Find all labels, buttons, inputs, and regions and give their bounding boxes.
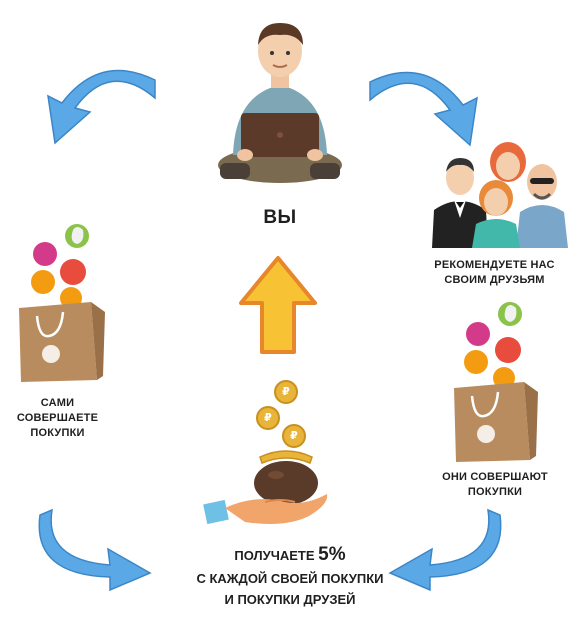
you-buy-line1: САМИ xyxy=(40,397,75,409)
coin-icon: ₽ xyxy=(282,424,306,448)
friends-buy-line2: ПОКУПКИ xyxy=(467,485,523,498)
you-buy-caption: САМИ СОВЕРШАЕТЕ ПОКУПКИ xyxy=(5,396,110,441)
coins-group: ₽ ₽ ₽ xyxy=(250,380,310,450)
reward-prefix: ПОЛУЧАЕТЕ xyxy=(234,548,315,563)
recommend-line2: СВОИМ ДРУЗЬЯМ xyxy=(444,273,545,286)
recommend-caption: РЕКОМЕНДУЕТЕ НАС СВОИМ ДРУЗЬЯМ xyxy=(412,258,577,288)
reward-caption: ПОЛУЧАЕТЕ 5% С КАЖДОЙ СВОЕЙ ПОКУПКИ И ПО… xyxy=(160,540,420,610)
recommend-line1: РЕКОМЕНДУЕТЕ НАС xyxy=(434,259,555,271)
curved-arrow-icon xyxy=(369,71,478,147)
coin-icon: ₽ xyxy=(274,380,298,404)
you-buy-line2: СОВЕРШАЕТЕ xyxy=(16,411,99,424)
you-label: ВЫ xyxy=(263,207,297,228)
hand-icon xyxy=(203,494,328,525)
reward-line1: ПОЛУЧАЕТЕ 5% xyxy=(160,540,420,569)
friends-group-icon xyxy=(432,142,568,248)
shopping-bag-icon xyxy=(454,302,538,462)
friends-buy-line1: ОНИ СОВЕРШАЮТ xyxy=(442,471,548,483)
coin-purse-icon xyxy=(254,450,318,505)
you-buy-line3: ПОКУПКИ xyxy=(30,426,85,439)
reward-percent: 5% xyxy=(318,544,346,565)
shopping-bag-icon xyxy=(19,224,105,382)
person-laptop-icon xyxy=(218,23,342,183)
up-arrow-icon xyxy=(239,256,317,354)
reward-line2: С КАЖДОЙ СВОЕЙ ПОКУПКИ xyxy=(196,571,384,587)
curved-arrow-icon xyxy=(47,69,156,145)
reward-line3: И ПОКУПКИ ДРУЗЕЙ xyxy=(224,591,356,607)
coin-icon: ₽ xyxy=(256,406,280,430)
friends-buy-caption: ОНИ СОВЕРШАЮТ ПОКУПКИ xyxy=(420,470,570,500)
curved-arrow-icon xyxy=(388,508,502,592)
curved-arrow-icon xyxy=(38,508,152,592)
